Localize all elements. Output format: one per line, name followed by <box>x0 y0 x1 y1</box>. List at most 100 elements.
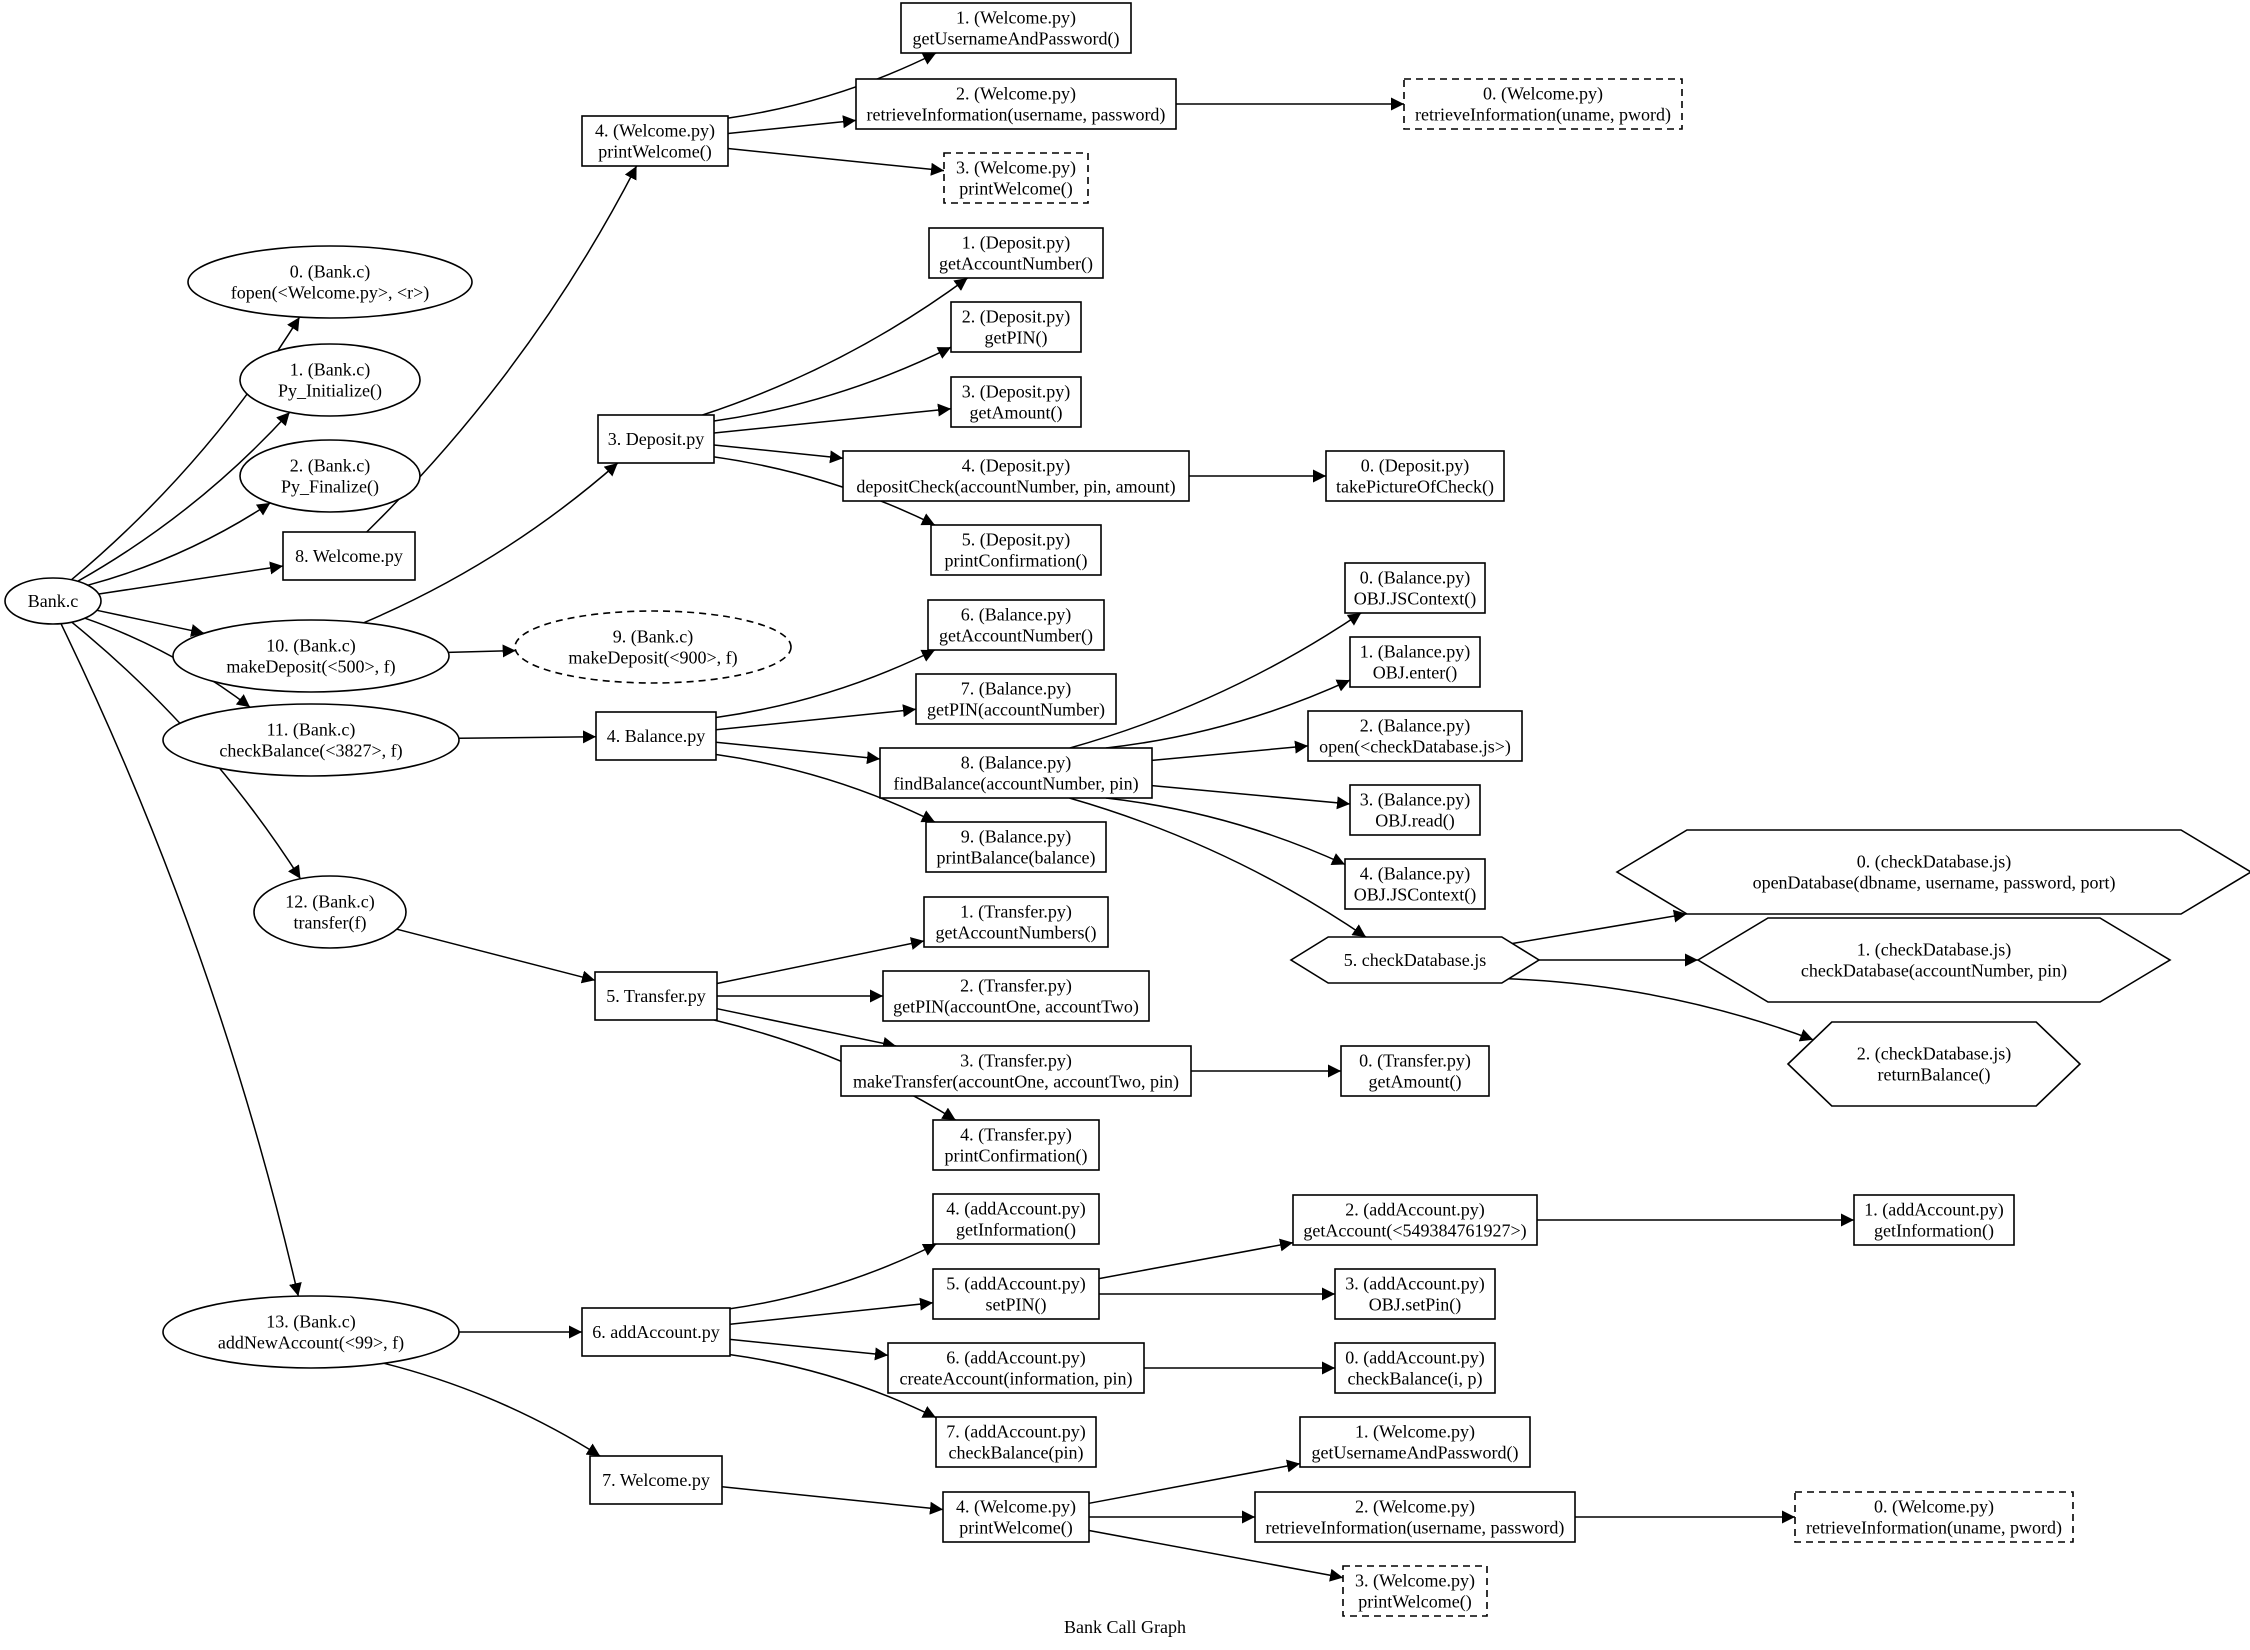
graph-node: Bank.c <box>4 577 102 625</box>
node-box <box>282 531 416 581</box>
graph-node: 2. (addAccount.py)getAccount(<5493847619… <box>1292 1194 1538 1246</box>
node-label: getUsernameAndPassword() <box>913 29 1120 50</box>
node-label: takePictureOfCheck() <box>1336 477 1494 498</box>
edge-arrow <box>713 346 952 422</box>
graph-node: 1. (Welcome.py)getUsernameAndPassword() <box>1299 1416 1531 1468</box>
graph-node: 0. (Welcome.py)retrieveInformation(uname… <box>1794 1491 2074 1543</box>
node-box <box>1403 78 1683 130</box>
node-label: getAccountNumber() <box>939 254 1093 275</box>
edge-arrow <box>727 115 857 135</box>
graph-node: 2. (Bank.c)Py_Finalize() <box>239 439 421 513</box>
edge-arrow <box>1512 909 1687 945</box>
node-box <box>915 673 1117 725</box>
edge-arrow <box>727 147 945 176</box>
node-label: 0. (Deposit.py) <box>1361 456 1469 477</box>
node-label: depositCheck(accountNumber, pin, amount) <box>856 477 1175 498</box>
node-label: 0. (Bank.c) <box>290 262 370 283</box>
edge-arrow <box>1508 978 1814 1042</box>
node-label: getAccount(<549384761927>) <box>1303 1221 1526 1242</box>
node-label: retrieveInformation(username, password) <box>867 105 1166 126</box>
node-label: 7. Welcome.py <box>602 1470 710 1490</box>
graph-node: 3. Deposit.py <box>597 414 715 464</box>
edge-arrow <box>448 644 516 658</box>
node-box <box>594 971 718 1021</box>
node-label: 1. (addAccount.py) <box>1864 1200 2003 1221</box>
node-box <box>1325 450 1505 502</box>
graph-node: 3. (addAccount.py)OBJ.setPin() <box>1334 1268 1496 1320</box>
edge-arrow <box>1088 1529 1344 1582</box>
node-ellipse <box>162 703 460 777</box>
node-box <box>1344 562 1486 614</box>
graph-title: Bank Call Graph <box>1064 1617 1186 1637</box>
edge-arrow <box>713 456 936 526</box>
graph-node: 0. (checkDatabase.js)openDatabase(dbname… <box>1615 829 2250 915</box>
node-label: getUsernameAndPassword() <box>1312 1443 1519 1464</box>
node-label: 3. (Welcome.py) <box>956 158 1076 179</box>
graph-node: 7. Welcome.py <box>589 1455 723 1505</box>
node-label: 1. (Welcome.py) <box>956 8 1076 29</box>
node-box <box>1853 1194 2015 1246</box>
node-label: 10. (Bank.c) <box>266 636 355 657</box>
node-hexagon <box>1615 829 2250 915</box>
edge-arrow <box>1069 612 1362 749</box>
node-label: makeDeposit(<500>, f) <box>226 657 395 678</box>
graph-node: 2. (Balance.py)open(<checkDatabase.js>) <box>1307 710 1523 762</box>
edge-arrow <box>1151 740 1309 762</box>
node-label: 5. (addAccount.py) <box>946 1274 1085 1295</box>
node-label: makeTransfer(accountOne, accountTwo, pin… <box>853 1072 1179 1093</box>
node-label: 6. (Balance.py) <box>961 605 1071 626</box>
node-label: 4. Balance.py <box>607 726 705 746</box>
node-label: addNewAccount(<99>, f) <box>218 1333 404 1354</box>
edge-arrow <box>1069 797 1367 938</box>
graph-node: 7. (Balance.py)getPIN(accountNumber) <box>915 673 1117 725</box>
graph-node: 7. (addAccount.py)checkBalance(pin) <box>935 1416 1097 1468</box>
edge-arrow <box>715 741 881 765</box>
edge-arrow <box>721 1486 944 1515</box>
node-label: open(<checkDatabase.js>) <box>1319 737 1511 758</box>
node-label: 2. (Transfer.py) <box>960 976 1072 997</box>
graph-node: 4. (addAccount.py)getInformation() <box>932 1193 1100 1245</box>
node-label: checkBalance(i, p) <box>1348 1369 1483 1390</box>
node-box <box>1340 1045 1490 1097</box>
node-box <box>581 115 729 167</box>
edge-arrow <box>1151 784 1351 810</box>
node-box <box>840 1045 1192 1097</box>
node-label: getAccountNumber() <box>939 626 1093 647</box>
graph-node: 2. (Welcome.py)retrieveInformation(usern… <box>1254 1491 1576 1543</box>
node-label: getInformation() <box>1874 1221 1994 1242</box>
node-box <box>887 1342 1145 1394</box>
node-label: 2. (Deposit.py) <box>962 307 1070 328</box>
node-label: 3. (Transfer.py) <box>960 1051 1072 1072</box>
node-ellipse <box>162 1295 460 1369</box>
graph-node: 5. (Deposit.py)printConfirmation() <box>930 524 1102 576</box>
graph-node: 6. (addAccount.py)createAccount(informat… <box>887 1342 1145 1394</box>
node-ellipse <box>514 610 792 684</box>
node-label: printWelcome() <box>959 179 1073 200</box>
node-box <box>950 301 1082 353</box>
node-label: 2. (Bank.c) <box>290 456 370 477</box>
edge-arrow <box>87 502 271 586</box>
edge-arrow <box>713 403 952 434</box>
graph-node: 1. (addAccount.py)getInformation() <box>1853 1194 2015 1246</box>
node-label: OBJ.JSContext() <box>1354 589 1477 610</box>
node-label: 1. (Transfer.py) <box>960 902 1072 923</box>
edge-arrow <box>98 561 284 595</box>
node-ellipse <box>253 875 407 949</box>
node-label: 13. (Bank.c) <box>266 1312 355 1333</box>
graph-node: 12. (Bank.c)transfer(f) <box>253 875 407 949</box>
node-label: 3. Deposit.py <box>608 429 705 449</box>
node-box <box>1349 636 1481 688</box>
edge-arrow <box>1105 797 1346 866</box>
edge-arrow <box>729 1243 937 1310</box>
node-label: findBalance(accountNumber, pin) <box>893 774 1138 795</box>
node-label: printWelcome() <box>598 142 712 163</box>
node-label: 9. (Bank.c) <box>613 627 693 648</box>
node-label: printConfirmation() <box>945 1146 1088 1167</box>
edge-arrow <box>1105 679 1351 749</box>
node-box <box>932 1119 1100 1171</box>
graph-node: 5. checkDatabase.js <box>1289 936 1541 984</box>
node-box <box>581 1307 731 1357</box>
node-box <box>1299 1416 1531 1468</box>
node-label: OBJ.JSContext() <box>1354 885 1477 906</box>
node-label: 2. (Balance.py) <box>1360 716 1470 737</box>
